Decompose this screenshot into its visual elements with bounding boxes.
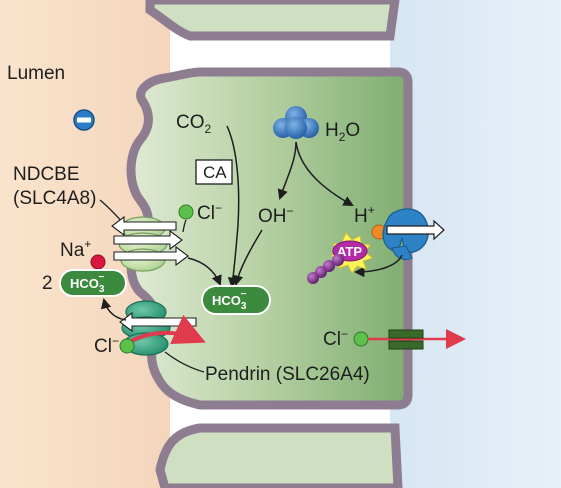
water-to-proton-arrow — [295, 141, 354, 207]
water-to-hydroxide-arrow — [277, 141, 297, 200]
sodium-dot — [90, 254, 106, 270]
chloride-label-upper: Cl− — [197, 201, 222, 224]
bicarbonate-exit-arrow — [100, 297, 127, 321]
carbonic-anhydrase-box — [195, 159, 233, 185]
pendrin-chloride-inward-arrow — [126, 314, 206, 345]
bicarbonate-pill-left — [59, 269, 127, 297]
hydroxide-label: OH− — [258, 204, 294, 227]
bicarbonate-pill-middle — [201, 285, 271, 315]
basolateral-chloride-channel — [388, 329, 424, 350]
co2-to-bicarbonate-arrow — [226, 125, 240, 289]
ndcbe-to-bicarbonate-arrow — [187, 257, 222, 286]
carbonic-anhydrase-label: CA — [203, 163, 227, 182]
ndcbe-outward-arrow — [111, 215, 177, 237]
chloride-dot-lower — [119, 338, 135, 354]
bicarbonate-stoichiometry: 2 — [42, 273, 53, 294]
chloride-label-right: Cl− — [323, 327, 348, 350]
chloride-dot-upper — [178, 204, 194, 220]
bicarbonate-label-left: HCO3− — [70, 272, 105, 295]
lumen-label: Lumen — [7, 63, 65, 84]
ndcbe-inward-arrow-upper — [113, 229, 183, 251]
pendrin-pointer-line — [164, 351, 205, 373]
ndcbe-inward-arrow-lower — [113, 245, 189, 267]
ndcbe-label-line2: (SLC4A8) — [13, 188, 96, 209]
proton-label: H+ — [354, 203, 375, 227]
water-molecule-icon — [273, 106, 319, 139]
hydroxide-to-bicarbonate-arrow — [232, 229, 263, 287]
chloride-label-lower: Cl− — [94, 334, 119, 357]
pump-return-arrow — [353, 254, 403, 278]
proton-efflux-arrow — [386, 219, 445, 241]
water-label: H2O — [325, 120, 360, 144]
phosphate-chain-icon — [307, 254, 344, 284]
chloride-exit-arrow — [182, 219, 187, 233]
bicarbonate-label-middle: HCO3− — [212, 289, 247, 312]
atp-label: ATP — [337, 244, 362, 259]
sodium-label: Na+ — [60, 237, 91, 261]
lower-neighbor-cell — [155, 423, 403, 488]
upper-neighbor-cell — [145, 0, 400, 41]
pendrin-label: Pendrin (SLC26A4) — [205, 364, 370, 385]
ndcbe-label-line1: NDCBE — [13, 164, 80, 185]
chloride-dot-right — [353, 331, 369, 347]
co2-label: CO2 — [176, 112, 212, 136]
negative-charge-icon — [73, 109, 95, 131]
